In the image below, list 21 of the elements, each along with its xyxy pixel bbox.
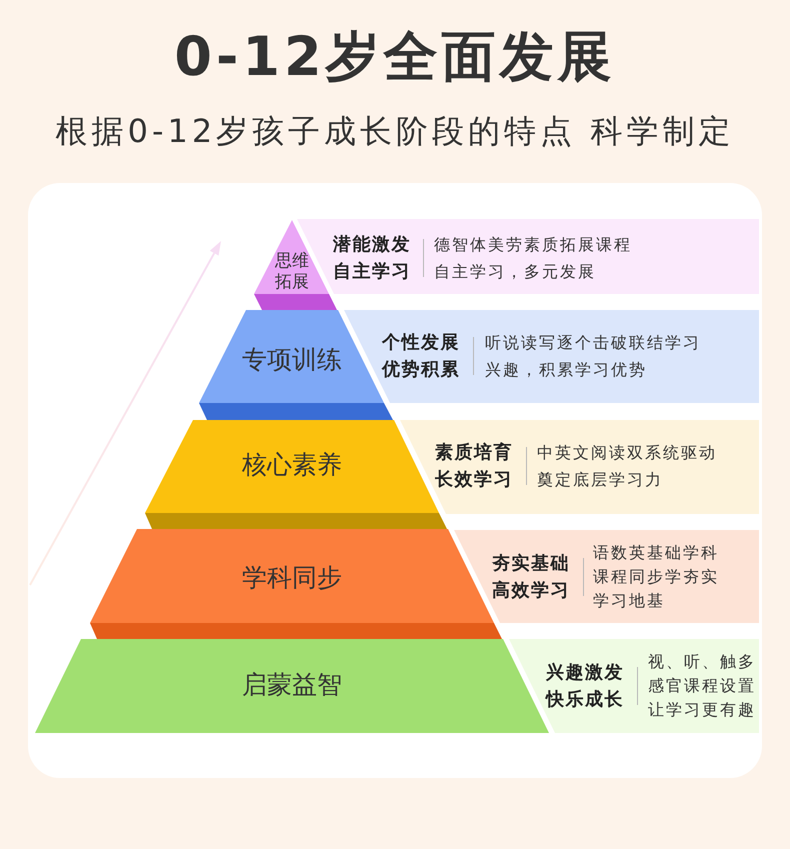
panel-heading: 素质培育长效学习 (435, 441, 514, 492)
panel-description: 德智体美劳素质拓展课程自主学习，多元发展 (434, 234, 633, 283)
info-panel (344, 310, 759, 403)
tier-label: 专项训练 (242, 345, 342, 375)
panel-heading: 兴趣激发快乐成长 (546, 661, 625, 712)
info-panel (509, 639, 759, 733)
panel-heading: 个性发展优势积累 (382, 331, 461, 382)
info-panel (400, 420, 759, 514)
tier-label: 思维拓展 (274, 251, 310, 293)
panel-description: 中英文阅读双系统驱动奠定底层学习力 (537, 442, 718, 491)
panel-description: 视、听、触多感官课程设置让学习更有趣 (648, 651, 757, 721)
tier-label: 学科同步 (242, 563, 342, 593)
tier-label: 启蒙益智 (242, 670, 342, 700)
panel-heading: 潜能激发自主学习 (333, 233, 412, 284)
title: 0-12岁全面发展 (174, 25, 616, 89)
panel-description: 听说读写逐个击破联结学习兴趣，积累学习优势 (485, 332, 702, 381)
panel-heading: 夯实基础高效学习 (492, 552, 571, 603)
subtitle: 根据0-12岁孩子成长阶段的特点 科学制定 (56, 111, 734, 151)
info-panel (454, 530, 759, 623)
tier-label: 核心素养 (242, 450, 342, 480)
panel-description: 语数英基础学科课程同步学夯实学习地基 (593, 542, 720, 612)
